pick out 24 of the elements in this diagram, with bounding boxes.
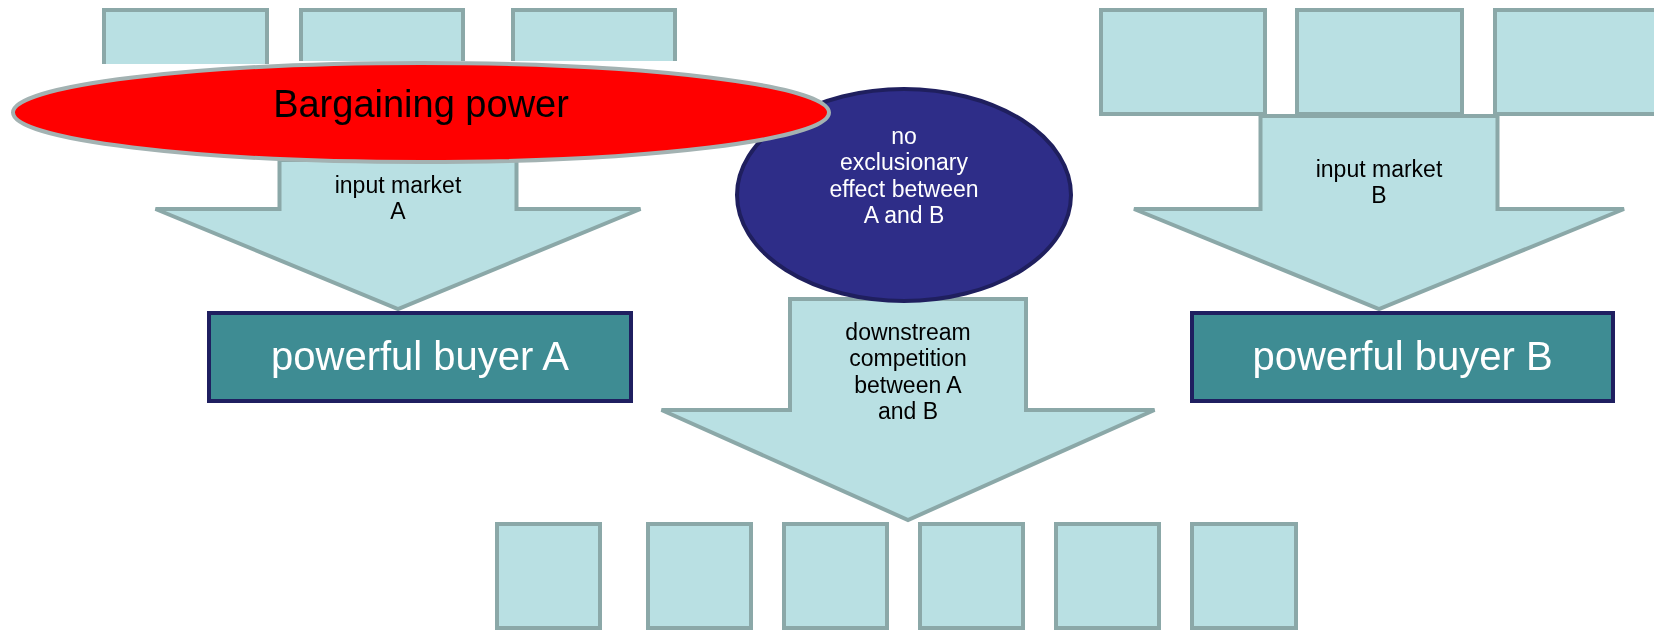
ellipse-label: no exclusionary effect between A and B bbox=[828, 123, 980, 229]
buyer-label: powerful buyer B bbox=[1251, 333, 1554, 379]
empty-box bbox=[1493, 8, 1654, 116]
edge-label: input market A bbox=[333, 171, 463, 225]
empty-box bbox=[102, 8, 269, 64]
buyer-label: powerful buyer A bbox=[270, 333, 570, 379]
empty-box bbox=[495, 522, 602, 630]
edge-label: downstream competition between A and B bbox=[844, 318, 972, 425]
buyer-box bbox=[207, 311, 633, 403]
edge-label: input market B bbox=[1314, 156, 1444, 209]
empty-box bbox=[782, 522, 889, 630]
empty-box bbox=[1190, 522, 1298, 630]
ellipse-label: Bargaining power bbox=[272, 83, 570, 127]
empty-box bbox=[1295, 8, 1464, 116]
block-arrow bbox=[1132, 114, 1626, 312]
empty-box bbox=[1099, 8, 1267, 116]
empty-box bbox=[1054, 522, 1161, 630]
empty-box bbox=[918, 522, 1025, 630]
buyer-box bbox=[1190, 311, 1615, 403]
block-arrow bbox=[659, 296, 1157, 523]
ellipse bbox=[11, 61, 831, 164]
empty-box bbox=[646, 522, 753, 630]
ellipse bbox=[735, 87, 1073, 303]
empty-box bbox=[511, 8, 677, 61]
